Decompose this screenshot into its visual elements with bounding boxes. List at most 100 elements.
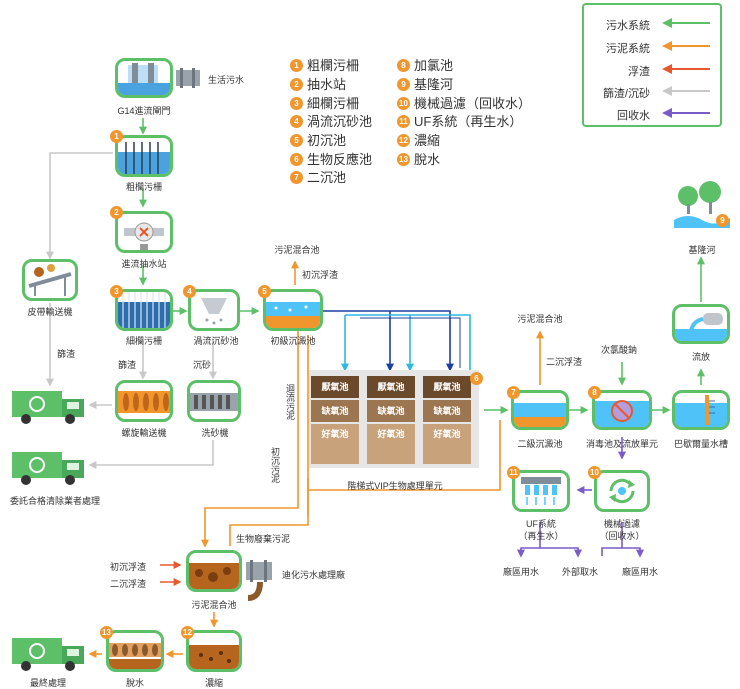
step-2-badge: 2 bbox=[110, 206, 123, 219]
sludge-mix-box bbox=[186, 550, 242, 592]
hypochlorite-label: 次氯酸鈉 bbox=[601, 345, 638, 355]
scum-in-2-label: 二沉浮渣 bbox=[110, 579, 147, 589]
belt-label: 皮帶輸送機 bbox=[27, 307, 73, 317]
thicken-box bbox=[186, 630, 242, 672]
pump-box bbox=[115, 211, 173, 253]
legend-arrows bbox=[662, 18, 710, 118]
pipe-icon bbox=[176, 68, 200, 88]
discharge-icon bbox=[675, 313, 727, 341]
screenings-label: 篩渣 bbox=[57, 349, 76, 359]
river-icon bbox=[674, 181, 730, 228]
line-legend: 污水系統 污泥系統 浮渣 篩渣/沉砂 回收水 bbox=[582, 3, 722, 127]
river-label: 基隆河 bbox=[688, 245, 716, 255]
truck-icon bbox=[12, 391, 84, 424]
conveyor-icon bbox=[28, 264, 72, 296]
plant-water-2-label: 廠區用水 bbox=[621, 567, 659, 577]
legend-label: 篩渣/沉砂 bbox=[602, 88, 650, 100]
discharge-label: 流放 bbox=[691, 352, 711, 362]
fine-screen-label: 細欄污柵 bbox=[125, 336, 163, 346]
pump-icon bbox=[124, 222, 164, 250]
secondary-scum-label: 二沉浮渣 bbox=[546, 357, 583, 367]
dewater-label: 脫水 bbox=[125, 678, 145, 688]
bio-waste-label: 生物廢棄污泥 bbox=[236, 534, 291, 544]
screw-icon bbox=[118, 391, 170, 413]
primary-label: 初級沉澱池 bbox=[270, 336, 316, 346]
aerobic-zone: 好氧池 bbox=[367, 424, 415, 464]
secondary-tank-icon bbox=[514, 403, 566, 427]
step-9-badge: 9 bbox=[716, 214, 729, 227]
sewage-in-label: 生活污水 bbox=[208, 75, 245, 85]
primary-box bbox=[263, 289, 323, 331]
screenings2-label: 篩渣 bbox=[118, 360, 137, 370]
step-6-badge: 6 bbox=[470, 372, 483, 385]
screen-icon bbox=[118, 142, 170, 174]
anoxic-zone: 缺氧池 bbox=[367, 400, 415, 422]
uf-label-1: UF系統 bbox=[526, 519, 556, 529]
vip-unit: 厭氧池 缺氧池 好氧池 厭氧池 缺氧池 好氧池 厭氧池 缺氧池 好氧池 bbox=[309, 370, 479, 468]
dewater-box bbox=[106, 630, 164, 672]
truck-icon bbox=[12, 452, 84, 485]
fine-screen-box bbox=[115, 289, 173, 331]
vip-cell: 厭氧池 缺氧池 好氧池 bbox=[423, 376, 471, 466]
discharge-box bbox=[672, 304, 730, 344]
grit-sand-label: 沉砂 bbox=[193, 360, 212, 370]
pump-label: 進流抽水站 bbox=[121, 259, 167, 269]
primary-sludge-label: 初沉污泥 bbox=[270, 447, 280, 483]
plant-water-1-label: 廠區用水 bbox=[502, 567, 540, 577]
final-label: 最終處理 bbox=[29, 678, 67, 688]
grit-box bbox=[188, 289, 240, 331]
sand-wash-box bbox=[187, 380, 241, 422]
contractor-label: 委託合格清除業者處理 bbox=[10, 496, 101, 506]
uf-label-2: （再生水） bbox=[518, 531, 564, 541]
grit-icon bbox=[201, 298, 227, 325]
screw-box bbox=[115, 380, 173, 422]
uf-box bbox=[512, 470, 570, 512]
dihua-pipe-icon bbox=[246, 560, 272, 601]
sludge-mix-top1: 污泥混合池 bbox=[274, 245, 320, 255]
mech-filter-box bbox=[594, 470, 650, 512]
grit-label: 渦流沉砂池 bbox=[193, 336, 239, 346]
anoxic-zone: 缺氧池 bbox=[311, 400, 359, 422]
anaerobic-zone: 厭氧池 bbox=[367, 376, 415, 398]
step-12-badge: 12 bbox=[181, 626, 194, 639]
step-5-badge: 5 bbox=[258, 285, 271, 298]
legend-label: 回收水 bbox=[617, 110, 650, 122]
thicken-icon bbox=[189, 645, 239, 669]
anaerobic-zone: 厭氧池 bbox=[423, 376, 471, 398]
mech-filter-label-2: （回收水） bbox=[599, 531, 645, 541]
sludge-mix-label: 污泥混合池 bbox=[191, 600, 237, 610]
step-1-badge: 1 bbox=[110, 130, 123, 143]
secondary-label: 二級沉澱池 bbox=[517, 439, 563, 449]
step-13-badge: 13 bbox=[100, 626, 113, 639]
step-10-badge: 10 bbox=[588, 466, 601, 479]
aerobic-zone: 好氧池 bbox=[311, 424, 359, 464]
truck-icon bbox=[12, 638, 84, 671]
disinfect-box bbox=[592, 390, 652, 430]
vip-cell: 厭氧池 缺氧池 好氧池 bbox=[311, 376, 359, 466]
parshall-icon bbox=[675, 395, 727, 427]
sand-wash-label: 洗砂機 bbox=[201, 428, 229, 438]
mech-filter-label-1: 機械過濾 bbox=[603, 519, 641, 529]
coarse-screen-label: 粗欄污柵 bbox=[125, 182, 163, 192]
disinfect-label: 消毒池及流放單元 bbox=[585, 439, 659, 449]
scum-in-1-label: 初沉浮渣 bbox=[110, 562, 147, 572]
secondary-box bbox=[511, 390, 569, 430]
primary-scum-label: 初沉浮渣 bbox=[302, 270, 339, 280]
dihua-label: 迪化污水處理廠 bbox=[282, 570, 346, 580]
gate-box bbox=[115, 58, 173, 98]
sand-wash-icon bbox=[190, 393, 238, 411]
parshall-box bbox=[672, 390, 730, 430]
thicken-label: 濃縮 bbox=[204, 678, 224, 688]
anaerobic-zone: 厭氧池 bbox=[311, 376, 359, 398]
uf-icon bbox=[521, 477, 561, 505]
